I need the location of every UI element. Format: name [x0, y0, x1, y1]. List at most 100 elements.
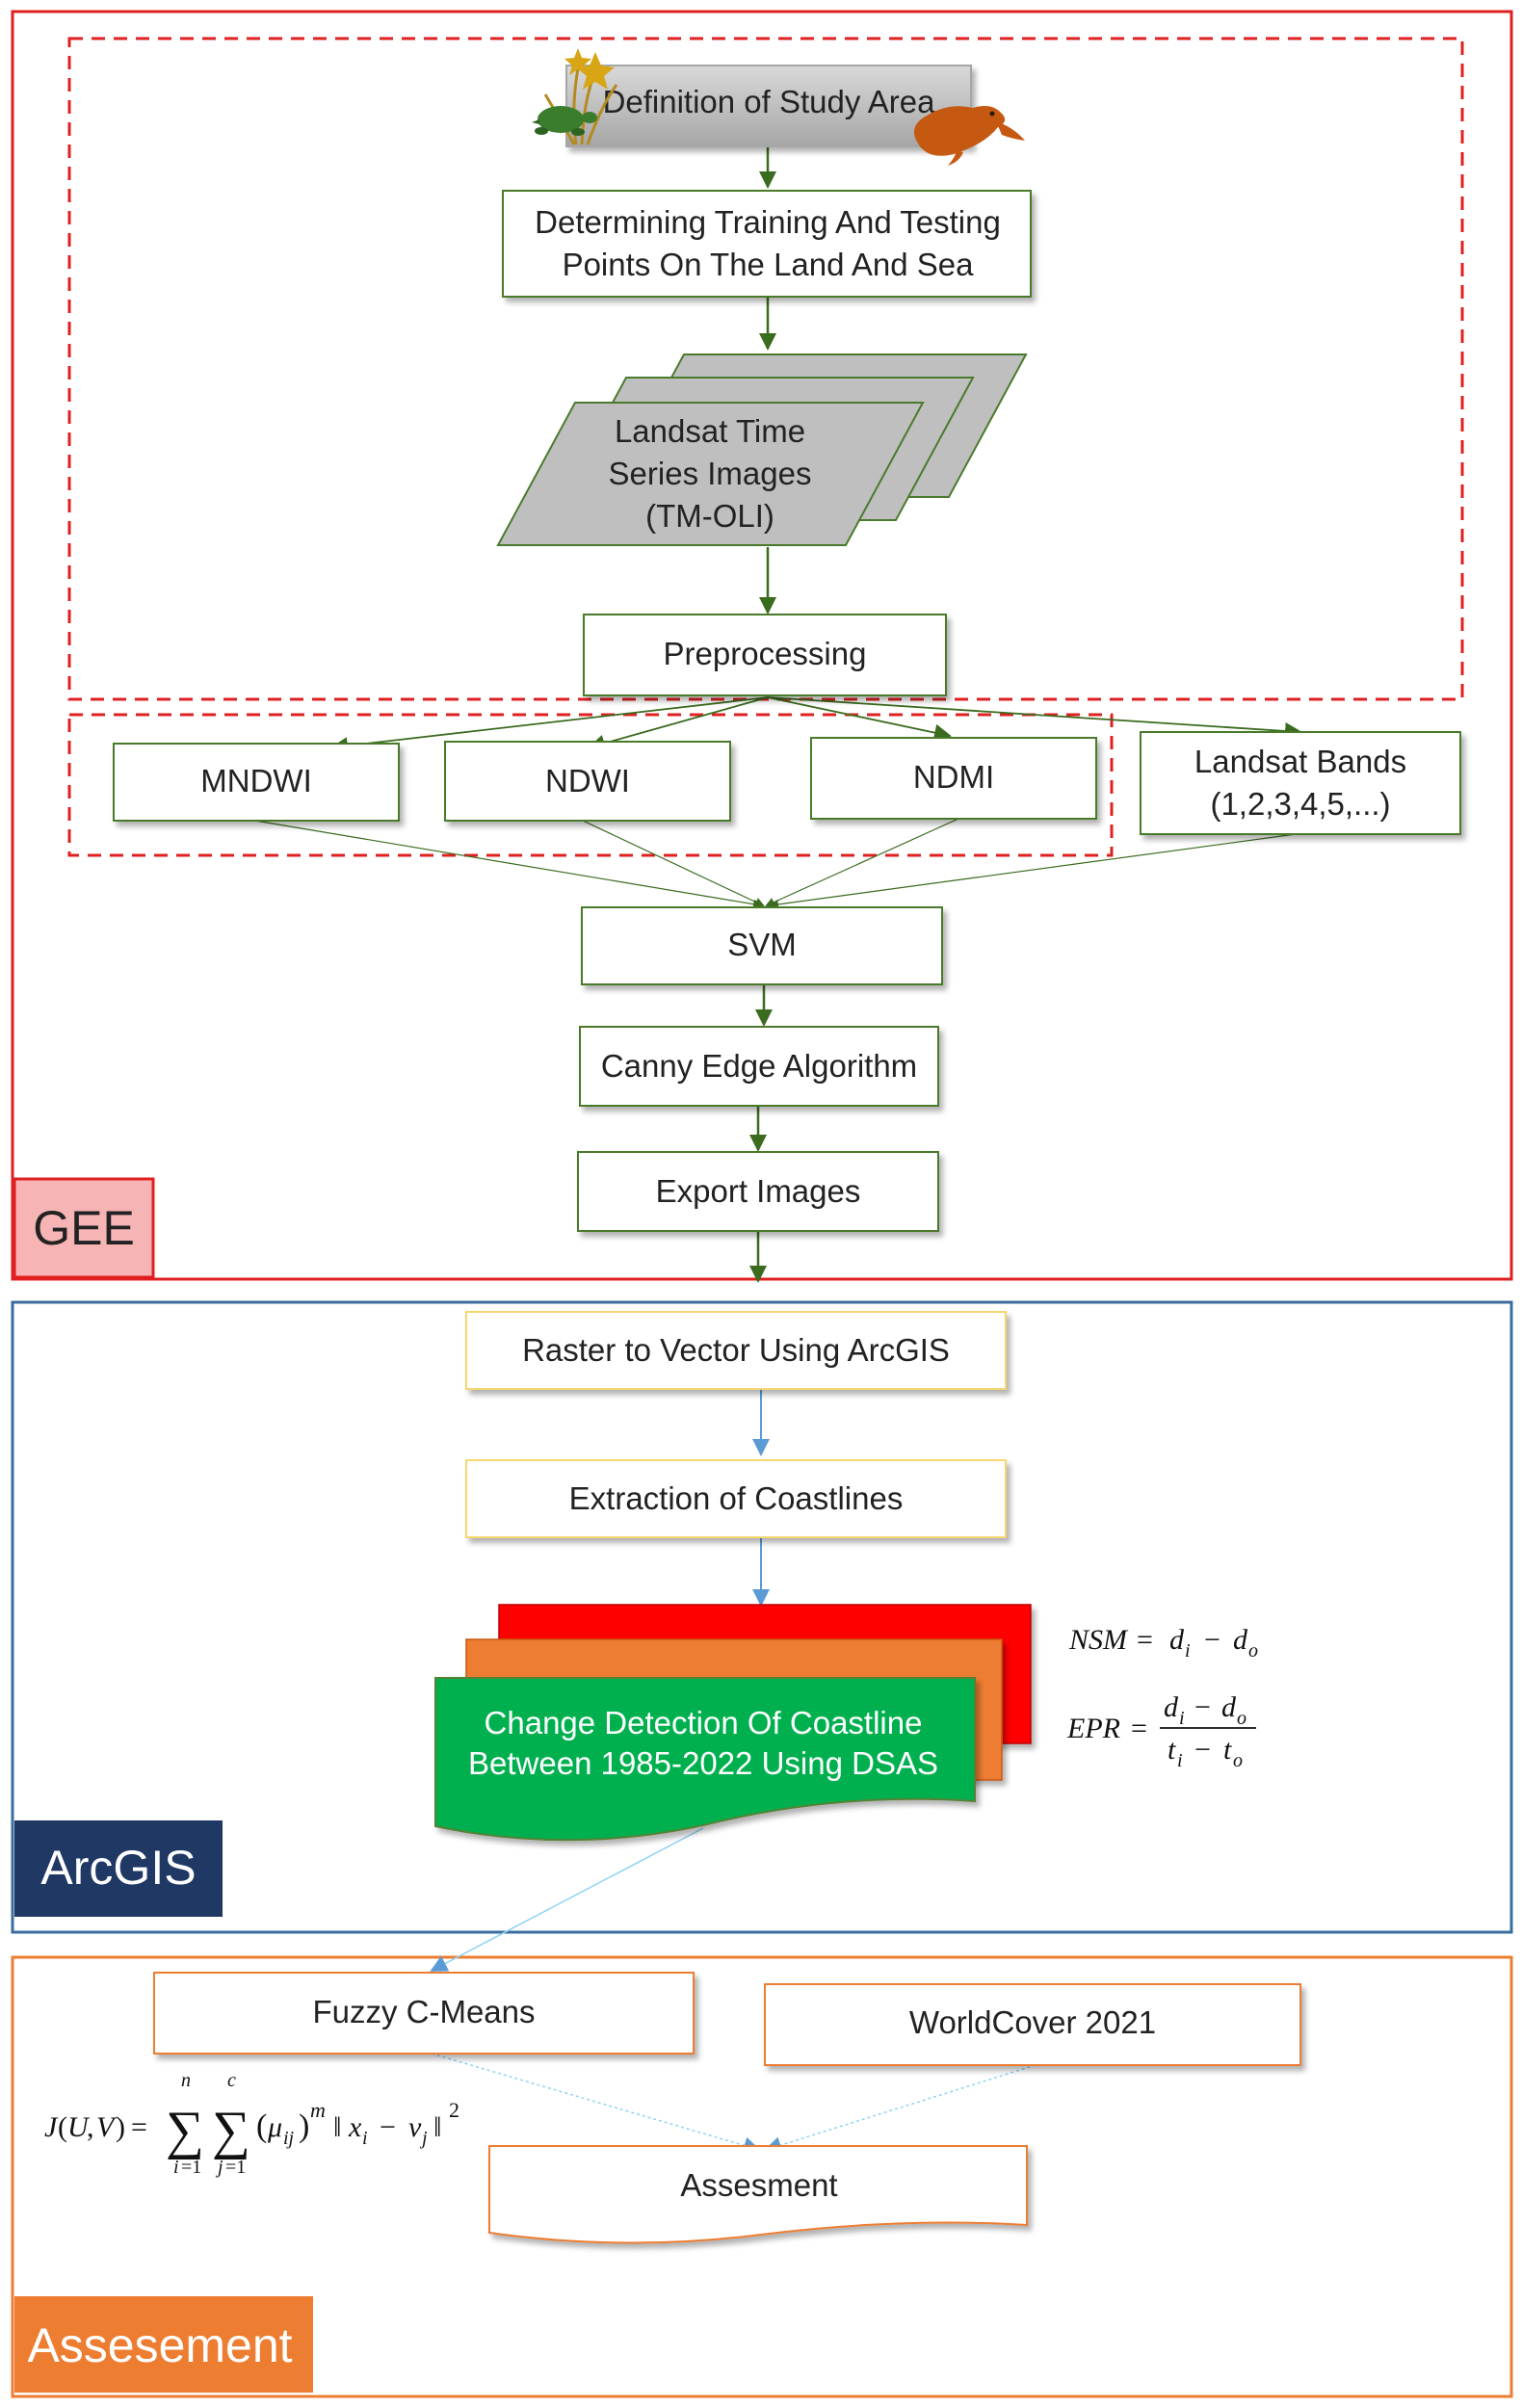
- svg-text:(: (: [58, 2111, 67, 2143]
- svg-text:,: ,: [87, 2111, 94, 2143]
- svg-text:d: d: [1169, 1624, 1185, 1656]
- node-fuzzy-c-means: Fuzzy C-Means: [153, 1972, 695, 2055]
- node-dsas-change-detection: Change Detection Of Coastline Between 19…: [434, 1604, 1032, 1842]
- svm-label: SVM: [727, 927, 797, 962]
- node-raster-to-vector: Raster to Vector Using ArcGIS: [465, 1311, 1007, 1390]
- canny-label: Canny Edge Algorithm: [601, 1048, 917, 1084]
- svg-text:U: U: [67, 2111, 91, 2143]
- svg-text:∑: ∑: [166, 2101, 204, 2160]
- assesment-label: Assesment: [680, 2167, 837, 2203]
- svg-text:‖: ‖: [433, 2111, 441, 2143]
- svg-text:NSM: NSM: [1068, 1624, 1129, 1656]
- node-assesment: Assesment: [488, 2145, 1028, 2244]
- svg-text:n: n: [181, 2070, 191, 2091]
- landsat-label-line1: Landsat Time: [615, 413, 805, 449]
- svg-text:EPR: EPR: [1066, 1713, 1120, 1744]
- svg-text:c: c: [227, 2070, 236, 2091]
- export-label: Export Images: [656, 1173, 861, 1209]
- svg-text:−: −: [1194, 1734, 1211, 1766]
- arrow-bands-to-svm: [769, 833, 1297, 909]
- svg-text:(: (: [256, 2108, 267, 2144]
- svg-text:=: =: [1137, 1624, 1153, 1656]
- raster-label: Raster to Vector Using ArcGIS: [522, 1332, 950, 1368]
- node-landsat-images: Landsat Time Series Images (TM-OLI): [496, 353, 1028, 546]
- assessment-section-label: Assesement: [14, 2296, 313, 2393]
- svg-text:−: −: [1204, 1624, 1220, 1656]
- node-export-images: Export Images: [577, 1151, 939, 1232]
- svg-text:=1: =1: [181, 2157, 201, 2178]
- node-training-points: Determining Training And Testing Points …: [502, 190, 1032, 298]
- formula-epr: EPR = d i − d o t i − t o: [1066, 1691, 1256, 1771]
- svg-text:t: t: [1168, 1734, 1176, 1766]
- svg-text:t: t: [1223, 1734, 1232, 1766]
- node-landsat-bands: Landsat Bands (1,2,3,4,5,...): [1140, 731, 1461, 835]
- svg-text:J: J: [44, 2111, 59, 2143]
- svg-text:i: i: [173, 2157, 179, 2178]
- svg-text:m: m: [310, 2098, 326, 2122]
- svg-text:d: d: [1221, 1691, 1237, 1723]
- arrow-ndmi-to-svm: [765, 818, 959, 907]
- bands-label-line1: Landsat Bands: [1194, 744, 1406, 779]
- arrow-pre-to-ndwi: [588, 696, 769, 752]
- arcgis-section-frame: [11, 1300, 1513, 1934]
- svg-text:−: −: [380, 2111, 396, 2143]
- node-extraction-coastlines: Extraction of Coastlines: [465, 1459, 1007, 1538]
- arrow-pre-to-bands: [767, 696, 1302, 740]
- formula-nsm: NSM = d i − d o: [1068, 1624, 1258, 1662]
- turtle-icon: [532, 106, 597, 136]
- svg-text:i: i: [1177, 1750, 1183, 1771]
- worldcover-label: WorldCover 2021: [909, 2004, 1156, 2040]
- bands-label-line2: (1,2,3,4,5,...): [1210, 786, 1390, 822]
- svg-text:=: =: [131, 2111, 147, 2143]
- node-canny-edge: Canny Edge Algorithm: [579, 1026, 939, 1107]
- training-label-line2: Points On The Land And Sea: [563, 247, 975, 282]
- node-preprocessing: Preprocessing: [583, 614, 947, 696]
- node-study-area: Definition of Study Area: [565, 65, 972, 147]
- svg-text:o: o: [1237, 1708, 1246, 1729]
- svg-text:d: d: [1164, 1691, 1179, 1723]
- svg-text:ij: ij: [283, 2128, 295, 2149]
- mndwi-label: MNDWI: [200, 763, 311, 798]
- training-label-line1: Determining Training And Testing: [535, 204, 1001, 240]
- arrow-mndwi-to-svm: [254, 820, 763, 909]
- arrow-ndwi-to-svm: [582, 820, 765, 907]
- svg-text:−: −: [1194, 1691, 1211, 1723]
- arrow-pre-to-ndmi: [767, 696, 952, 742]
- svg-text:μ: μ: [267, 2111, 282, 2143]
- svg-text:i: i: [1179, 1708, 1185, 1729]
- arcgis-label-text: ArcGIS: [40, 1841, 196, 1895]
- node-ndmi: NDMI: [810, 737, 1097, 820]
- svg-text:j: j: [215, 2157, 223, 2178]
- svg-text:o: o: [1233, 1750, 1243, 1771]
- ndmi-label: NDMI: [913, 759, 994, 795]
- landsat-label-line3: (TM-OLI): [645, 498, 774, 534]
- fuzzy-label: Fuzzy C-Means: [312, 1994, 535, 2029]
- svg-text:): ): [116, 2111, 125, 2143]
- preprocessing-label: Preprocessing: [664, 636, 867, 671]
- svg-text:=: =: [1131, 1713, 1147, 1744]
- svg-text:): ): [299, 2108, 309, 2144]
- formula-fuzzy-objective: J ( U , V ) = n ∑ i =1 c ∑ j =1 ( μ ij )…: [44, 2070, 459, 2178]
- arcgis-section-label: ArcGIS: [14, 1820, 223, 1917]
- svg-text:‖: ‖: [333, 2111, 341, 2143]
- node-svm: SVM: [581, 906, 943, 985]
- svg-text:j: j: [419, 2128, 428, 2149]
- dsas-label-line1: Change Detection Of Coastline: [485, 1705, 923, 1741]
- extraction-label: Extraction of Coastlines: [569, 1480, 904, 1516]
- dsas-label-line2: Between 1985-2022 Using DSAS: [468, 1745, 938, 1781]
- landsat-label-line2: Series Images: [609, 456, 812, 491]
- node-ndwi: NDWI: [444, 741, 731, 822]
- assessment-section-frame: [11, 1955, 1513, 2398]
- svg-text:v: v: [408, 2111, 422, 2143]
- svg-text:o: o: [1248, 1640, 1258, 1662]
- svg-text:i: i: [362, 2128, 368, 2149]
- node-mndwi: MNDWI: [113, 743, 400, 822]
- svg-text:i: i: [1185, 1640, 1191, 1662]
- gee-dashed-group-preprocessing: [67, 37, 1464, 701]
- node-worldcover: WorldCover 2021: [764, 1983, 1301, 2066]
- svg-text:∑: ∑: [212, 2101, 250, 2160]
- svg-text:2: 2: [449, 2098, 459, 2122]
- ndwi-label: NDWI: [545, 763, 630, 798]
- study-area-label: Definition of Study Area: [603, 84, 936, 119]
